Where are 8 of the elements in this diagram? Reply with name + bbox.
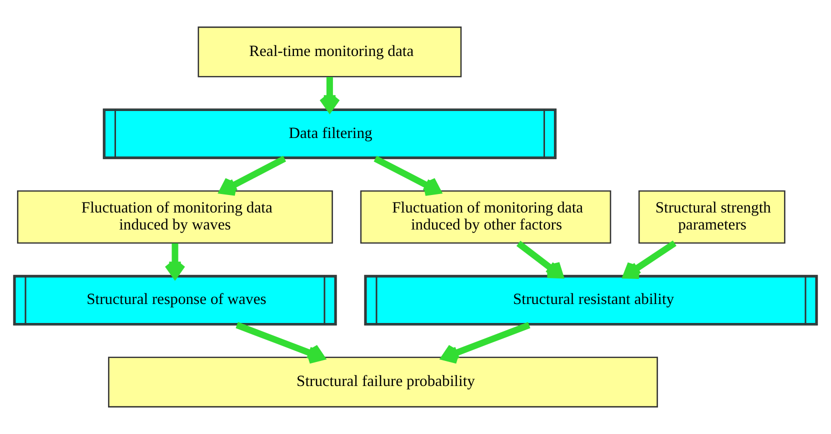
arrow	[219, 156, 286, 196]
arrow	[236, 322, 325, 364]
arrow	[164, 243, 186, 278]
arrow	[319, 77, 340, 112]
arrow	[623, 240, 676, 279]
arrow	[441, 322, 530, 364]
arrow	[516, 240, 564, 278]
arrow	[374, 156, 441, 196]
